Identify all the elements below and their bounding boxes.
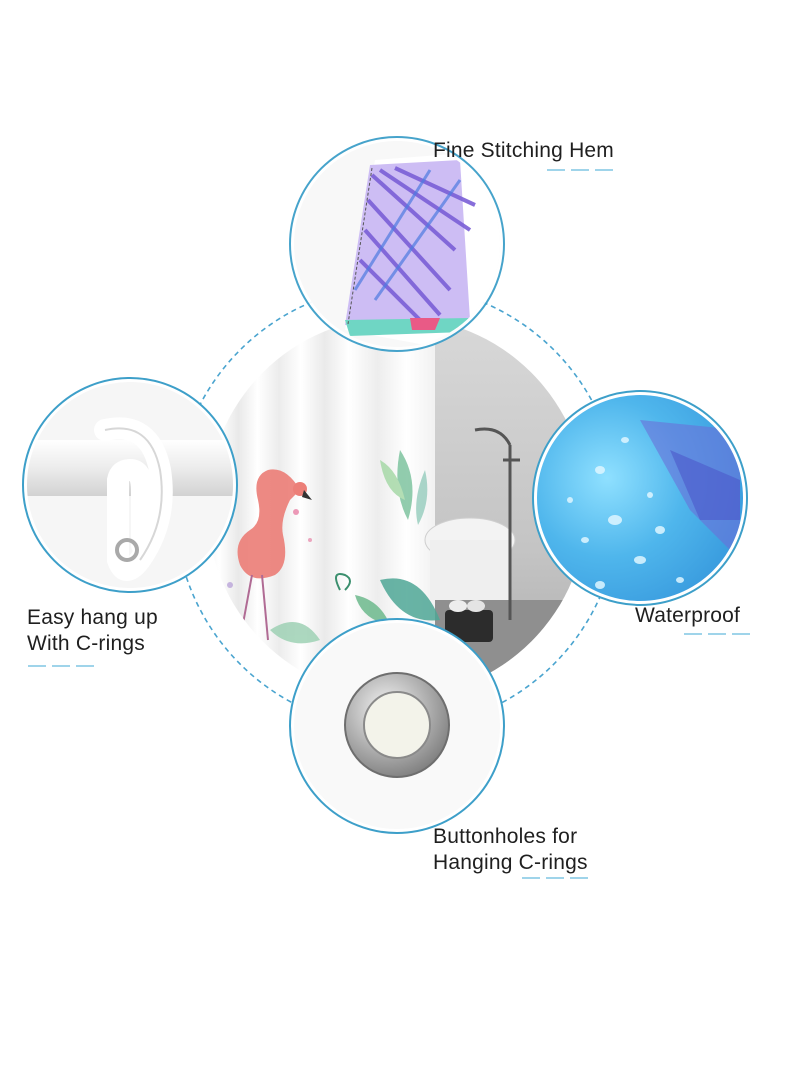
flamingo-print (227, 469, 312, 641)
fine-stitching-hem-label: Fine Stitching Hem (433, 138, 614, 164)
c-ring-closeup (27, 382, 233, 588)
metal-ring (115, 538, 139, 562)
waterproof-underline (684, 633, 774, 635)
easy-hang-label: Easy hang up With C-rings (27, 605, 158, 657)
waterproof-label: Waterproof (635, 603, 740, 629)
buttonholes-label: Buttonholes for Hanging C-rings (433, 824, 588, 876)
water-droplets (567, 437, 684, 589)
fine-stitching-underline (547, 169, 627, 171)
waterproof-closeup (537, 395, 743, 601)
waterproof-text: Waterproof (635, 604, 741, 627)
buttonholes-line1: Buttonholes for (433, 825, 578, 848)
easy-hang-line1: Easy hang up (27, 606, 158, 629)
stitching-hem-closeup (294, 141, 500, 347)
buttonholes-underline (522, 877, 592, 879)
easy-hang-underline (28, 665, 108, 667)
fine-stitching-hem-text: Fine Stitching Hem (433, 139, 615, 162)
faucet (474, 427, 520, 620)
leaf-print (270, 450, 440, 644)
stool (445, 610, 493, 642)
buttonholes-line2: Hanging C-rings (433, 851, 588, 874)
grommet-closeup (294, 623, 500, 829)
easy-hang-line2: With C-rings (27, 632, 145, 655)
